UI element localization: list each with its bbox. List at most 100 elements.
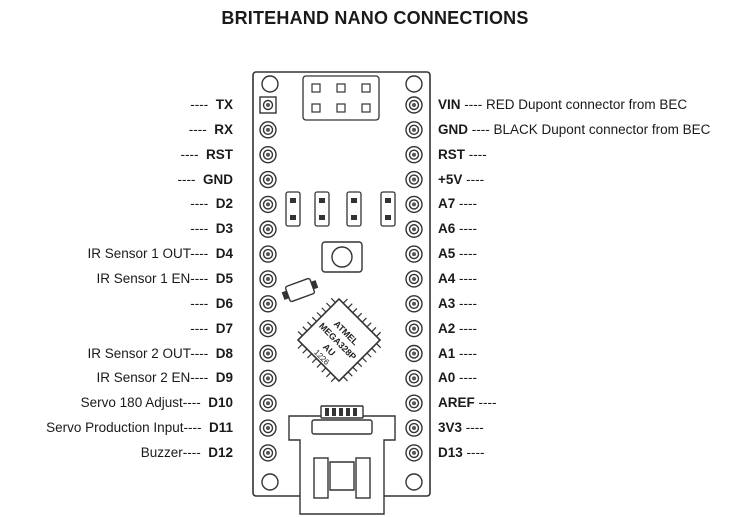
pin-name: D13 [438,444,463,460]
pin-connector-dashes: ---- [182,444,201,460]
left-pin-row: Servo Production Input---- D11 [46,419,233,437]
pin-name: RST [438,146,465,162]
pin-description: BLACK Dupont connector from BEC [493,121,711,137]
pin-name: 3V3 [438,420,463,436]
diagram-title: BRITEHAND NANO CONNECTIONS [221,8,529,28]
pin-connector-dashes: ---- [459,345,478,361]
right-pin-row: A6 ---- [438,220,477,238]
right-pin-row: AREF ---- [438,394,497,412]
pin-name: GND [438,121,468,137]
right-pin-row: A3 ---- [438,295,477,313]
pin-connector-dashes: ---- [183,420,202,436]
mount-hole [405,75,423,93]
mount-hole [405,473,423,491]
left-pin-row: ---- D3 [190,220,233,238]
pin-connector-dashes: ---- [459,320,478,336]
pin-connector-dashes: ---- [180,146,199,162]
pin-connector-dashes: ---- [459,270,478,286]
pin-name: D10 [208,395,233,411]
atmega-chip: ATMEL MEGA328P AU 1226 [296,297,382,383]
pin-description: IR Sensor 2 OUT [87,345,191,361]
pin-connector-dashes: ---- [190,246,209,262]
pin-connector-dashes: ---- [468,146,487,162]
pin-connector-dashes: ---- [466,171,485,187]
pin-name: GND [203,171,233,187]
pin-name: D3 [215,221,233,237]
pin-name: TX [215,97,233,112]
right-pin-row: A2 ---- [438,320,477,338]
left-pin-row: IR Sensor 2 EN---- D9 [96,369,233,387]
pin-name: D2 [215,196,233,212]
icsp-header [302,75,380,121]
usb-connector [288,405,396,515]
voltage-regulator [281,277,319,303]
pin-description: Servo Production Input [46,420,184,436]
pin-connector-dashes: ---- [459,221,478,237]
right-pin-row: VIN ---- RED Dupont connector from BEC [438,96,687,114]
pin-name: A7 [438,196,456,212]
left-pin-row: IR Sensor 1 EN---- D5 [96,270,233,288]
left-pin-row: ---- D2 [190,195,233,213]
mount-hole [261,75,279,93]
pin-connector-dashes: ---- [188,121,207,137]
right-pin-row: A1 ---- [438,345,477,363]
right-pin-row: A5 ---- [438,245,477,263]
pin-name: D9 [215,370,233,386]
pin-connector-dashes: ---- [177,171,196,187]
pin-description: Servo 180 Adjust [80,395,183,411]
left-pin-row: Buzzer---- D12 [141,444,233,462]
pin-name: D5 [215,270,233,286]
pin-description: IR Sensor 2 EN [96,370,191,386]
pin-name: A5 [438,246,456,262]
pin-connector-dashes: ---- [466,444,485,460]
pin-connector-dashes: ---- [465,420,484,436]
left-pin-header [259,96,277,462]
pin-name: VIN [438,97,461,112]
pin-name: D12 [208,444,233,460]
pin-connector-dashes: ---- [459,246,478,262]
left-pin-row: ---- RST [181,146,234,164]
left-pin-row: ---- GND [178,171,234,189]
pin-name: A1 [438,345,456,361]
right-pin-header [405,96,423,462]
pin-name: A0 [438,370,456,386]
pin-connector-dashes: ---- [459,196,478,212]
pin-connector-dashes: ---- [190,320,209,336]
left-pin-row: ---- RX [189,121,233,139]
right-pin-row: A7 ---- [438,195,477,213]
left-pin-row: IR Sensor 2 OUT---- D8 [87,345,233,363]
pin-name: D11 [208,420,233,436]
pin-name: A4 [438,270,456,286]
right-pin-row: GND ---- BLACK Dupont connector from BEC [438,121,710,139]
pin-name: AREF [438,395,475,411]
pin-connector-dashes: ---- [190,196,209,212]
left-pin-row: ---- D7 [190,320,233,338]
pin-name: D7 [215,320,233,336]
pin-connector-dashes: ---- [190,370,209,386]
pin-name: A3 [438,295,456,311]
right-pin-row: D13 ---- [438,444,485,462]
pin-connector-dashes: ---- [190,270,209,286]
pin-connector-dashes: ---- [478,395,497,411]
pin-description: Buzzer [140,444,183,460]
left-pin-row: ---- D6 [190,295,233,313]
pin-description: IR Sensor 1 OUT [87,246,191,262]
pin-name: A6 [438,221,456,237]
pin-connector-dashes: ---- [190,345,209,361]
reset-button [321,241,363,273]
pin-connector-dashes: ---- [464,97,483,112]
pin-name: D6 [215,295,233,311]
pin-name: RX [214,121,233,137]
right-pin-row: 3V3 ---- [438,419,484,437]
right-pin-row: +5V ---- [438,171,484,189]
pin-connector-dashes: ---- [459,295,478,311]
right-pin-row: A4 ---- [438,270,477,288]
pin-connector-dashes: ---- [471,121,490,137]
pin-name: D8 [215,345,233,361]
left-pin-row: IR Sensor 1 OUT---- D4 [87,245,233,263]
mount-hole [261,473,279,491]
right-pin-row: A0 ---- [438,369,477,387]
pin-connector-dashes: ---- [190,97,209,112]
pin-connector-dashes: ---- [190,221,209,237]
